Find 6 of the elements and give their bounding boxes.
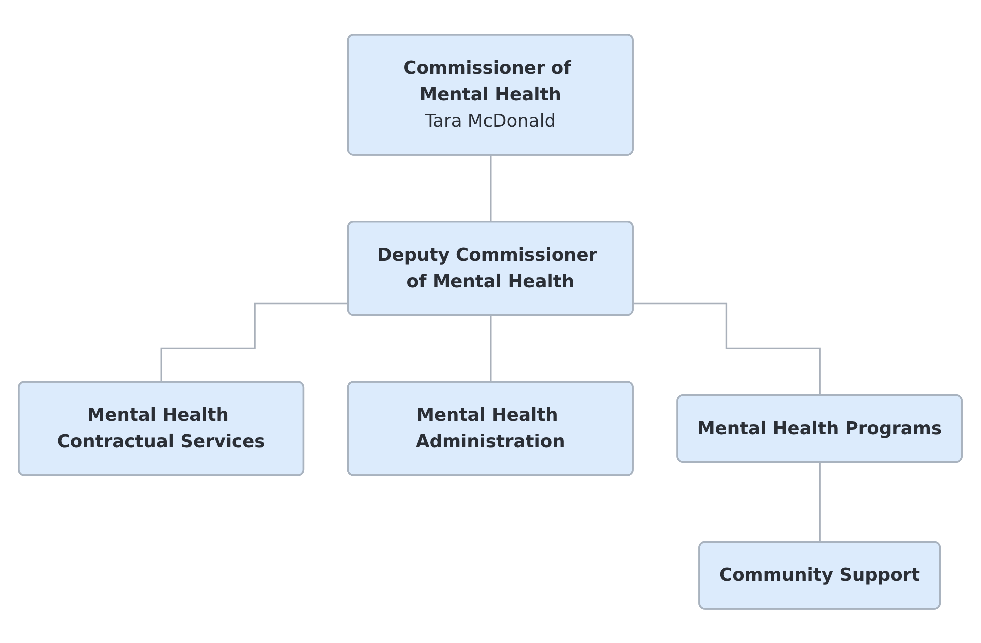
connector [819,461,822,544]
connector [634,302,822,396]
connector [490,314,492,383]
org-chart: Commissioner of Mental Health Tara McDonald Deputy Commissioner of Mental Health Mental Health Contractual Services Mental Health Administration Mental Health Programs Community Support [10,26,971,618]
connector [490,154,492,223]
connector [160,302,349,383]
